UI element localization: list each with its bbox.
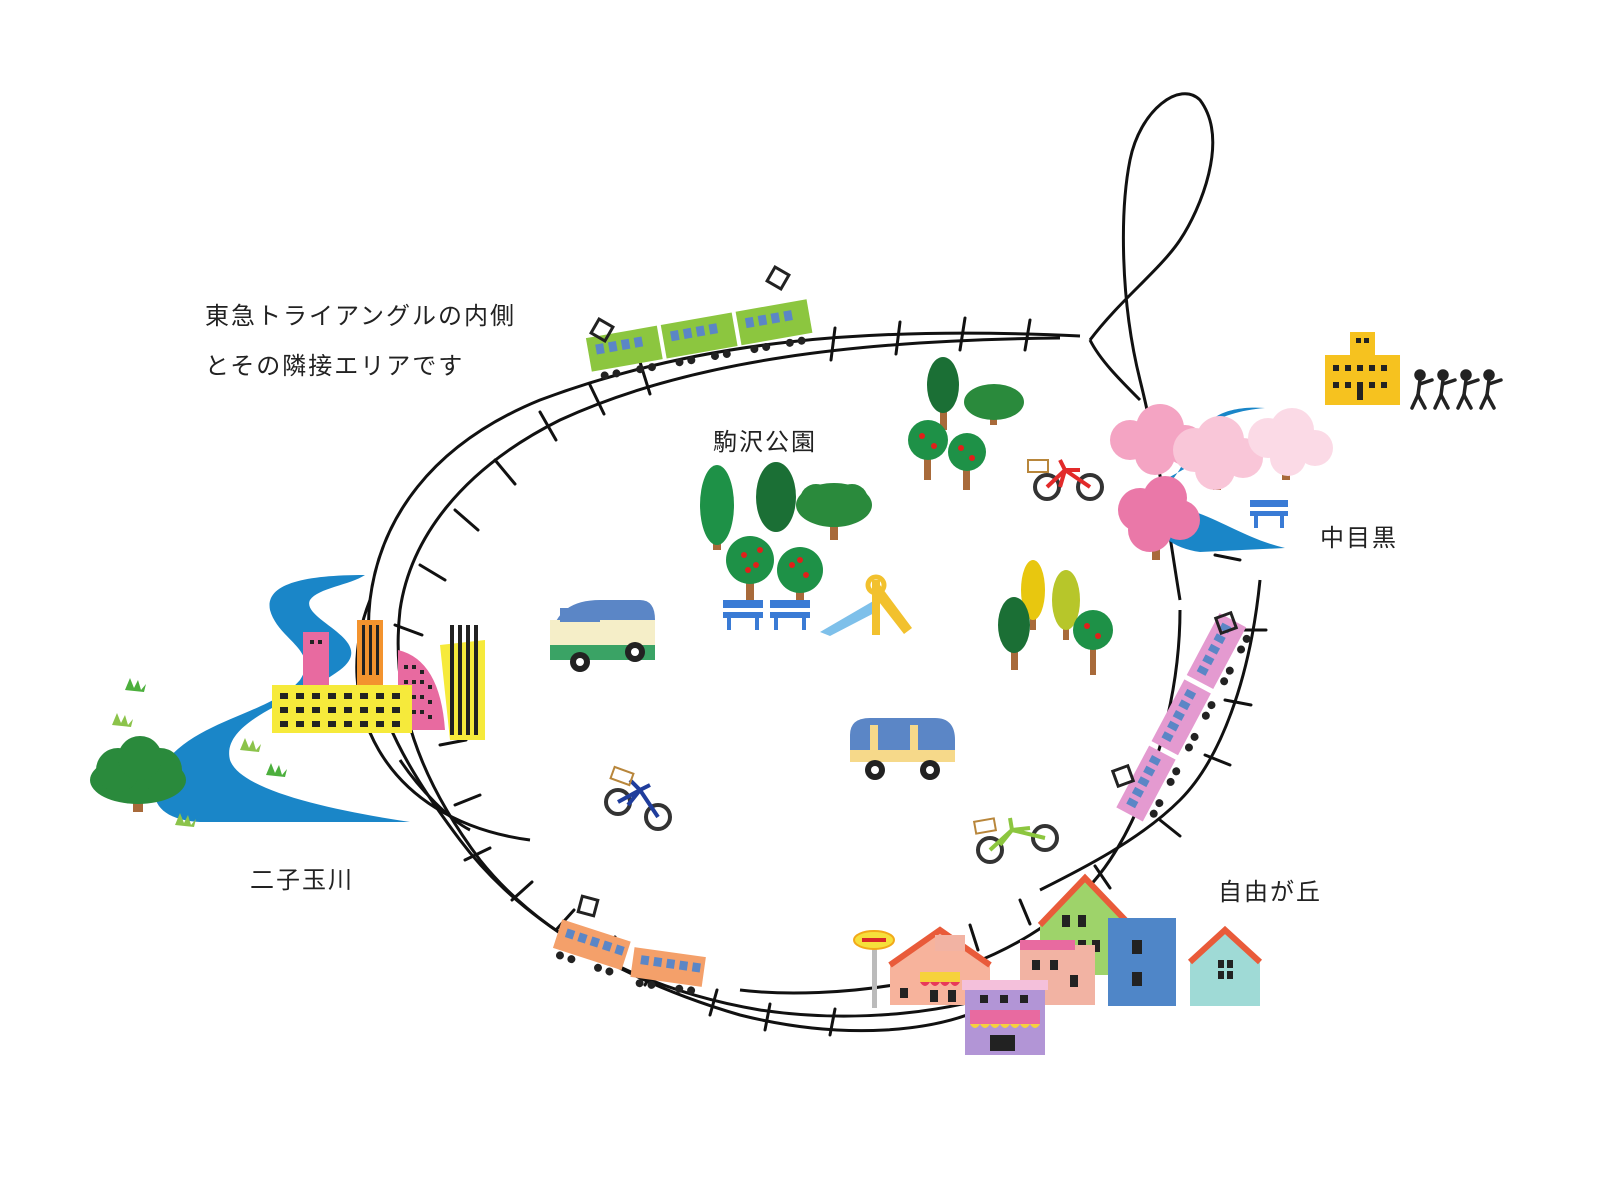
children-icon (1410, 369, 1503, 410)
intro-text-line1: 東急トライアングルの内側 (205, 302, 517, 330)
slide (820, 574, 912, 636)
school-icon (1325, 332, 1400, 405)
bus-yellow (850, 718, 955, 780)
park-benches (723, 500, 1288, 630)
train-green (585, 265, 813, 380)
bicycle-red (1027, 459, 1104, 501)
train-orange (552, 894, 706, 995)
place-label-jiyugaoka: 自由が丘 (1218, 878, 1322, 906)
place-label-nakameguro: 中目黒 (1320, 524, 1398, 552)
futako-buildings (272, 620, 485, 740)
place-label-futakotamagawa: 二子玉川 (250, 866, 354, 894)
komazawa-park-trees (700, 357, 1113, 675)
bicycle-blue (604, 765, 672, 831)
track-ties (378, 316, 1268, 1037)
jiyugaoka-town (853, 873, 1263, 1055)
train-pink (1110, 610, 1251, 822)
place-label-komazawa: 駒沢公園 (713, 428, 817, 456)
cherry-blossoms (1110, 404, 1333, 560)
futako-trees (90, 678, 287, 827)
intro-text-line2: とその隣接エリアです (205, 352, 465, 380)
bicycle-lightgreen (972, 817, 1059, 864)
bus-green (550, 600, 655, 672)
